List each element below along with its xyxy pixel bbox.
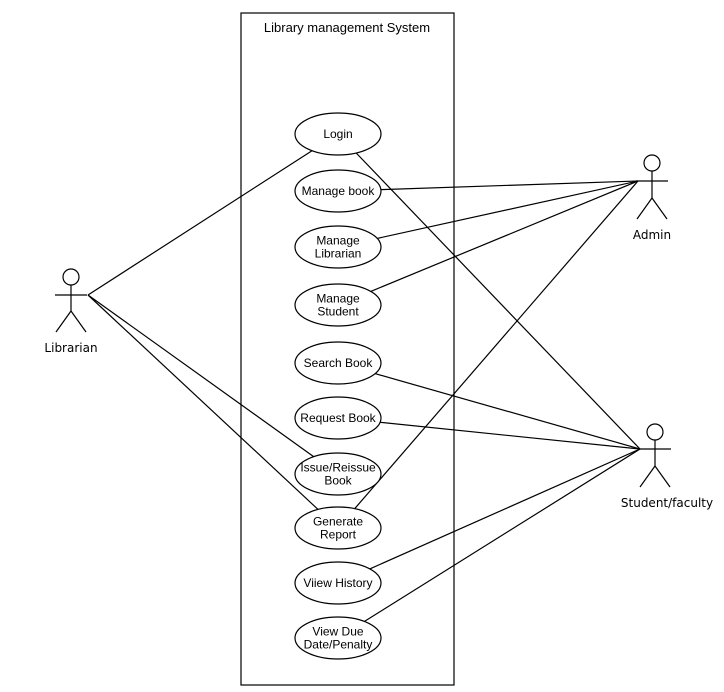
association-lines bbox=[87, 150, 641, 622]
actor-librarian-right-leg bbox=[70, 310, 87, 333]
use-case-request-book: Request Book bbox=[294, 396, 382, 440]
use-case-ellipse bbox=[294, 506, 382, 550]
actor-student-head bbox=[646, 423, 664, 441]
use-case-search-book: Search Book bbox=[294, 341, 382, 385]
use-case-manage-book: Manage book bbox=[294, 169, 382, 213]
actor-student-faculty: Student/faculty bbox=[621, 423, 713, 510]
use-case-label: Viiew History bbox=[303, 576, 372, 590]
association-student-view-history bbox=[369, 448, 641, 570]
actor-student-left-leg bbox=[639, 465, 656, 488]
association-student-view-due-date bbox=[364, 448, 641, 622]
use-case-label: Book bbox=[324, 474, 352, 488]
use-case-label: Student bbox=[317, 305, 359, 319]
use-case-label: Generate bbox=[313, 515, 363, 529]
system-boundary bbox=[240, 12, 455, 686]
use-case-label: Search Book bbox=[304, 356, 374, 370]
association-student-search-book bbox=[374, 373, 641, 450]
use-case-label: Login bbox=[323, 127, 352, 141]
actor-librarian-left-leg bbox=[55, 310, 72, 333]
use-case-ellipse bbox=[294, 112, 382, 156]
actor-librarian: Librarian bbox=[44, 268, 98, 355]
system-title: Library management System bbox=[264, 20, 430, 35]
use-case-label: Date/Penalty bbox=[304, 638, 373, 652]
use-case-ellipse bbox=[294, 616, 382, 660]
association-librarian-generate-report bbox=[87, 294, 319, 510]
use-case-label: Issue/Reissue bbox=[300, 461, 376, 475]
actor-admin-head bbox=[643, 154, 661, 172]
association-student-request-book bbox=[380, 421, 641, 450]
actor-admin-label: Admin bbox=[633, 228, 671, 242]
association-admin-manage-librarian bbox=[377, 180, 639, 239]
actor-admin-left-leg bbox=[636, 197, 653, 220]
actor-student-right-leg bbox=[654, 465, 671, 488]
use-case-label: Manage book bbox=[302, 184, 376, 198]
use-case-ellipse bbox=[294, 283, 382, 327]
use-case-label: Manage bbox=[316, 292, 360, 306]
use-case-label: Report bbox=[320, 528, 357, 542]
association-librarian-login bbox=[87, 150, 313, 296]
actor-librarian-head bbox=[62, 268, 80, 286]
use-case-ellipse bbox=[294, 169, 382, 213]
association-student-login bbox=[355, 152, 641, 450]
use-case-view-history: Viiew History bbox=[294, 561, 382, 605]
use-case-label: Manage bbox=[316, 234, 360, 248]
actor-student-label: Student/faculty bbox=[621, 496, 713, 510]
actor-admin-right-leg bbox=[651, 197, 668, 220]
use-case-login: Login bbox=[294, 112, 382, 156]
use-case-ellipse bbox=[294, 561, 382, 605]
association-admin-manage-student bbox=[370, 180, 639, 292]
association-admin-manage-book bbox=[380, 180, 639, 191]
use-case-ellipse bbox=[294, 341, 382, 385]
association-librarian-issue-reissue-book bbox=[87, 294, 315, 458]
association-admin-generate-report bbox=[354, 180, 639, 510]
actor-librarian-label: Librarian bbox=[44, 341, 97, 355]
use-case-label: Request Book bbox=[300, 411, 376, 425]
use-case-ellipse bbox=[294, 396, 382, 440]
actor-admin: Admin bbox=[633, 154, 671, 242]
use-case-ellipse bbox=[294, 225, 382, 269]
use-case-label: Librarian bbox=[315, 247, 362, 261]
use-case-ellipse bbox=[294, 452, 382, 496]
use-case-label: View Due bbox=[312, 625, 363, 639]
